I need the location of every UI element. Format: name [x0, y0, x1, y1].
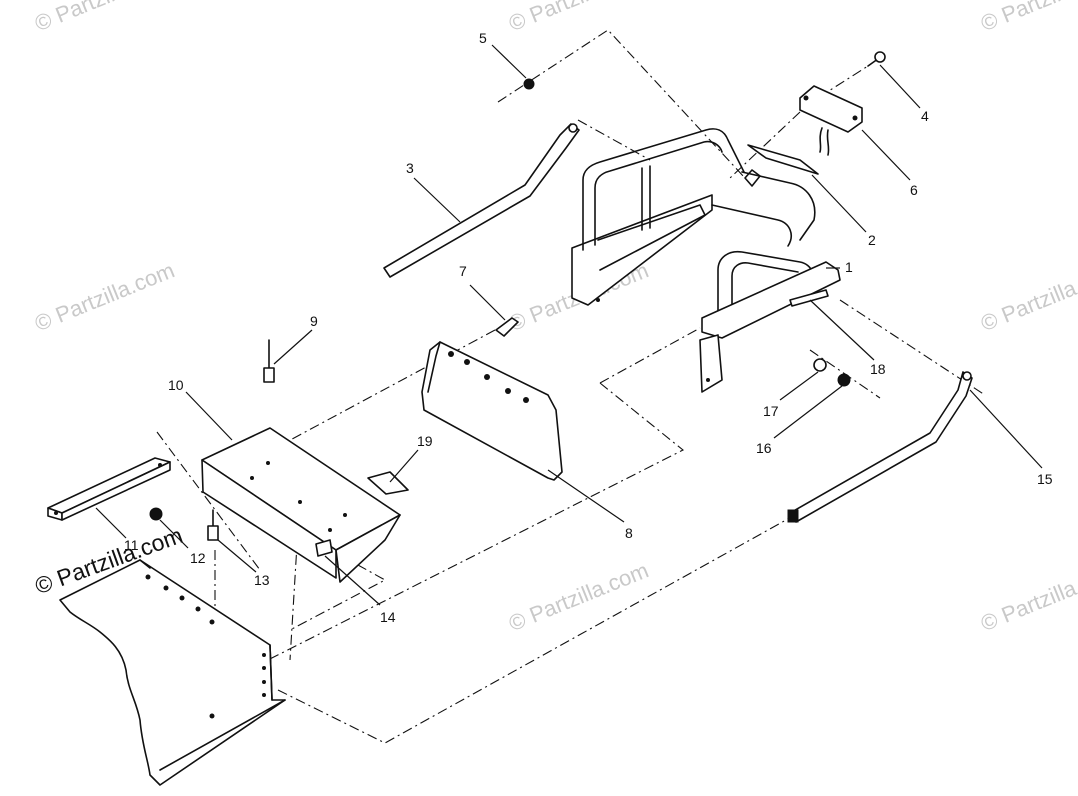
washer [813, 358, 827, 372]
callout-3: 3 [406, 160, 414, 176]
nut-lower [149, 507, 163, 521]
callout-9: 9 [310, 313, 318, 329]
bolt-lower [207, 509, 219, 541]
callout-13: 13 [254, 572, 270, 588]
rack-support-bar-right [787, 371, 973, 523]
callout-17: 17 [763, 403, 779, 419]
callout-2: 2 [868, 232, 876, 248]
leader-lines [95, 44, 1043, 606]
decal [747, 144, 819, 175]
callout-14: 14 [380, 609, 396, 625]
body-tunnel [59, 559, 286, 786]
callout-8: 8 [625, 525, 633, 541]
rack-frame [571, 128, 841, 393]
tail-light-plate [799, 85, 863, 156]
callout-12: 12 [190, 550, 206, 566]
callout-10: 10 [168, 377, 184, 393]
callout-6: 6 [910, 182, 918, 198]
callout-4: 4 [921, 108, 929, 124]
bracket-bar [47, 457, 171, 521]
bolt-upper [263, 339, 275, 383]
callout-5: 5 [479, 30, 487, 46]
screw [867, 51, 886, 67]
small-decal [367, 471, 409, 495]
bolt-14 [315, 539, 333, 557]
callout-15: 15 [1037, 471, 1053, 487]
callout-18: 18 [870, 361, 886, 377]
callout-11: 11 [124, 537, 139, 553]
callout-19: 19 [417, 433, 433, 449]
pin [495, 317, 519, 337]
rack-support-bar-left [383, 123, 580, 278]
nut [523, 78, 535, 90]
callout-7: 7 [459, 263, 467, 279]
callout-16: 16 [756, 440, 772, 456]
fender-flap [421, 341, 563, 481]
callout-numbers: 1 2 3 4 5 6 7 8 9 10 11 12 13 14 15 16 1… [124, 30, 1053, 625]
callout-1: 1 [845, 259, 853, 275]
mounting-bracket [201, 427, 401, 583]
nut-16 [837, 373, 851, 387]
